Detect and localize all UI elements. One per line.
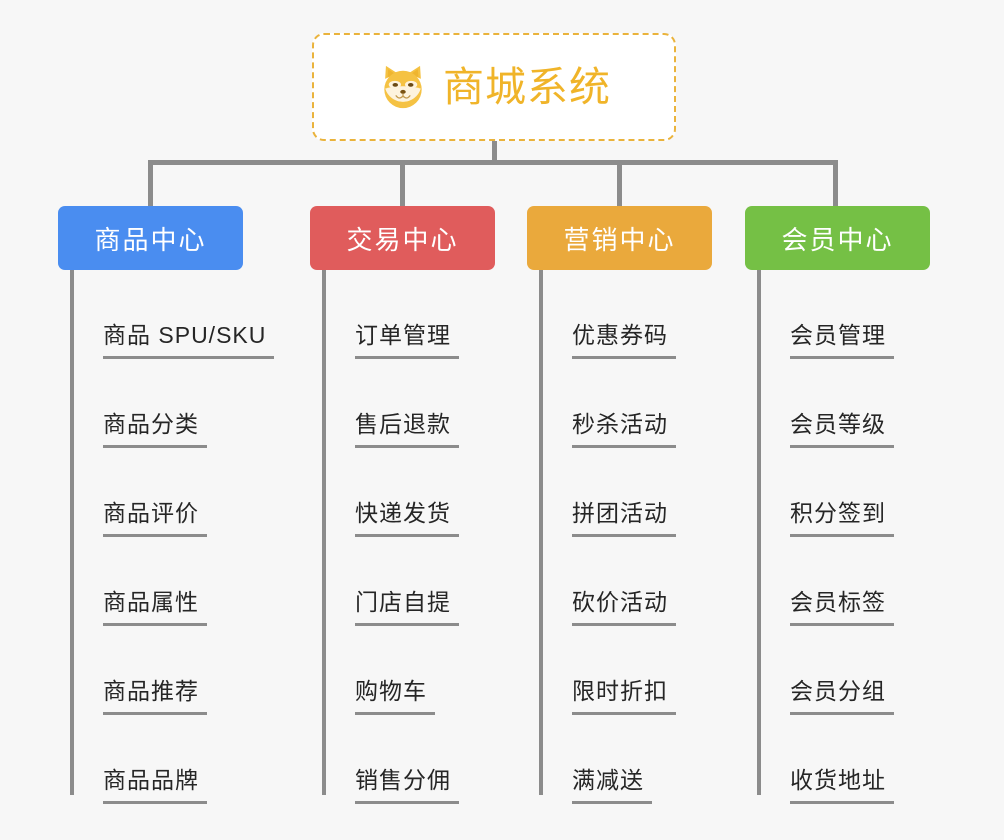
leaf-item[interactable]: 商品分类	[58, 359, 243, 448]
leaf-item-label: 会员管理	[790, 324, 894, 359]
column-spine-1	[70, 270, 74, 795]
leaf-item[interactable]: 商品品牌	[58, 715, 243, 804]
leaf-item[interactable]: 会员等级	[745, 359, 930, 448]
leaf-item-label: 销售分佣	[355, 769, 459, 804]
leaf-item-label: 秒杀活动	[572, 413, 676, 448]
leaf-item-label: 积分签到	[790, 502, 894, 537]
connector-drop-4	[833, 160, 838, 206]
leaf-list: 会员管理会员等级积分签到会员标签会员分组收货地址	[745, 270, 930, 804]
leaf-item-label: 门店自提	[355, 591, 459, 626]
connector-drop-2	[400, 160, 405, 206]
connector-horizontal-bus	[148, 160, 837, 165]
category-header-label: 商品中心	[94, 224, 207, 255]
leaf-item[interactable]: 商品 SPU/SKU	[58, 270, 275, 359]
category-header-3[interactable]: 营销中心	[527, 206, 712, 270]
leaf-item-label: 商品品牌	[103, 769, 207, 804]
leaf-item[interactable]: 积分签到	[745, 448, 930, 537]
root-title: 商城系统	[443, 63, 611, 110]
leaf-item-label: 商品属性	[103, 591, 207, 626]
leaf-list: 优惠券码秒杀活动拼团活动砍价活动限时折扣满减送	[527, 270, 712, 804]
leaf-item-label: 商品分类	[103, 413, 207, 448]
leaf-item[interactable]: 会员标签	[745, 537, 930, 626]
leaf-item[interactable]: 商品评价	[58, 448, 243, 537]
leaf-item-label: 收货地址	[790, 769, 894, 804]
leaf-item[interactable]: 满减送	[527, 715, 712, 804]
leaf-item-label: 商品推荐	[103, 680, 207, 715]
column-spine-3	[539, 270, 543, 795]
category-column-4: 会员中心会员管理会员等级积分签到会员标签会员分组收货地址	[745, 206, 930, 804]
category-column-3: 营销中心优惠券码秒杀活动拼团活动砍价活动限时折扣满减送	[527, 206, 712, 804]
leaf-item[interactable]: 订单管理	[310, 270, 495, 359]
leaf-item-label: 砍价活动	[572, 591, 676, 626]
connector-drop-3	[617, 160, 622, 206]
leaf-item[interactable]: 砍价活动	[527, 537, 712, 626]
category-header-label: 交易中心	[346, 224, 459, 255]
leaf-item-label: 满减送	[572, 769, 652, 804]
category-header-2[interactable]: 交易中心	[310, 206, 495, 270]
leaf-item-label: 优惠券码	[572, 324, 676, 359]
leaf-item[interactable]: 销售分佣	[310, 715, 495, 804]
leaf-item-label: 会员分组	[790, 680, 894, 715]
leaf-item-label: 购物车	[355, 680, 435, 715]
category-column-1: 商品中心商品 SPU/SKU 商品分类商品评价商品属性商品推荐商品品牌	[58, 206, 275, 804]
leaf-item[interactable]: 商品属性	[58, 537, 243, 626]
leaf-item[interactable]: 秒杀活动	[527, 359, 712, 448]
leaf-item[interactable]: 会员分组	[745, 626, 930, 715]
leaf-item[interactable]: 商品推荐	[58, 626, 243, 715]
leaf-item-label: 快递发货	[355, 502, 459, 537]
leaf-item[interactable]: 会员管理	[745, 270, 930, 359]
leaf-item-label: 会员标签	[790, 591, 894, 626]
leaf-list: 商品 SPU/SKU 商品分类商品评价商品属性商品推荐商品品牌	[58, 270, 275, 804]
leaf-item-label: 会员等级	[790, 413, 894, 448]
category-header-label: 会员中心	[781, 224, 894, 255]
column-spine-4	[757, 270, 761, 795]
leaf-item[interactable]: 售后退款	[310, 359, 495, 448]
connector-drop-1	[148, 160, 153, 206]
leaf-item[interactable]: 快递发货	[310, 448, 495, 537]
column-spine-2	[322, 270, 326, 795]
leaf-item[interactable]: 限时折扣	[527, 626, 712, 715]
shiba-dog-face-icon	[377, 61, 429, 113]
leaf-list: 订单管理售后退款快递发货门店自提购物车销售分佣	[310, 270, 495, 804]
category-header-label: 营销中心	[563, 224, 676, 255]
category-header-1[interactable]: 商品中心	[58, 206, 243, 270]
leaf-item-label: 订单管理	[355, 324, 459, 359]
leaf-item[interactable]: 门店自提	[310, 537, 495, 626]
leaf-item[interactable]: 收货地址	[745, 715, 930, 804]
leaf-item-label: 商品评价	[103, 502, 207, 537]
leaf-item-label: 售后退款	[355, 413, 459, 448]
root-node[interactable]: 商城系统	[312, 33, 676, 141]
category-header-4[interactable]: 会员中心	[745, 206, 930, 270]
leaf-item[interactable]: 购物车	[310, 626, 495, 715]
connector-root-stem	[492, 141, 497, 164]
leaf-item-label: 商品 SPU/SKU	[103, 324, 275, 359]
leaf-item[interactable]: 优惠券码	[527, 270, 712, 359]
leaf-item-label: 拼团活动	[572, 502, 676, 537]
leaf-item[interactable]: 拼团活动	[527, 448, 712, 537]
leaf-item-label: 限时折扣	[572, 680, 676, 715]
category-column-2: 交易中心订单管理售后退款快递发货门店自提购物车销售分佣	[310, 206, 495, 804]
